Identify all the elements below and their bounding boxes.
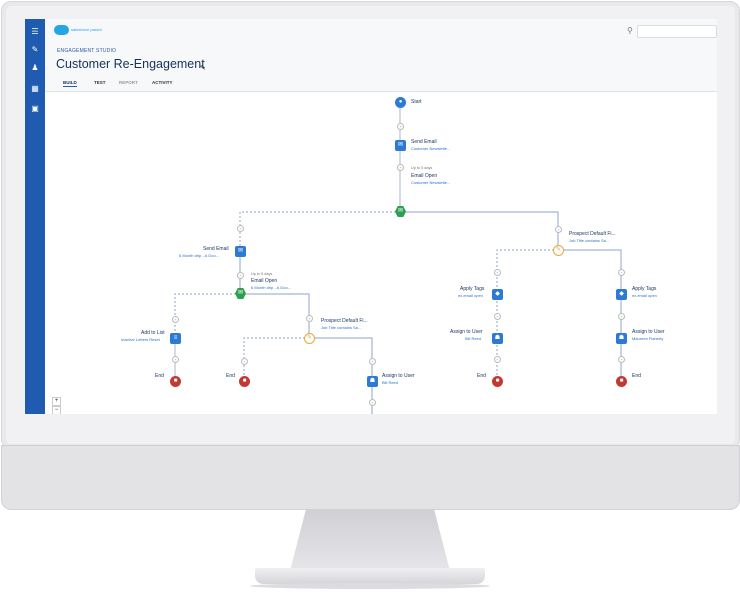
node-label: Email Open xyxy=(411,173,438,179)
wait-label: Up to 5 days xyxy=(411,166,433,170)
add-step-button[interactable]: + xyxy=(172,356,179,363)
tab-report[interactable]: REPORT xyxy=(119,80,138,85)
node-label: Assign to User xyxy=(382,373,415,379)
node-sublabel[interactable]: Maureen Flaherty xyxy=(632,336,664,341)
wait-label: Up to 5 days xyxy=(251,272,273,276)
menu-icon[interactable]: ☰ xyxy=(31,27,39,36)
tab-test[interactable]: TEST xyxy=(94,80,106,85)
add-step-button[interactable]: + xyxy=(241,358,248,365)
users-icon[interactable]: ♟ xyxy=(31,63,39,72)
add-step-button[interactable]: + xyxy=(369,358,376,365)
add-step-button[interactable]: + xyxy=(555,226,562,233)
node-sublabel[interactable]: Job Title contains Sa... xyxy=(321,325,362,330)
chart-icon[interactable]: ▦ xyxy=(31,84,39,93)
node-label: Prospect Default Fi... xyxy=(321,318,368,324)
end-node[interactable]: ■ xyxy=(616,376,627,387)
node-sublabel[interactable]: Bill Reed xyxy=(382,380,399,385)
flow-canvas[interactable]: + − ● Start + ✉ Send Email Customer News… xyxy=(45,92,717,414)
node-sublabel[interactable]: Inactive Letters Reset xyxy=(121,337,160,342)
node-label: Apply Tags xyxy=(632,286,657,292)
end-node[interactable]: ■ xyxy=(492,376,503,387)
add-step-button[interactable]: + xyxy=(397,164,404,171)
app-screen: ☰ ✎ ♟ ▦ ▣ salesforce pardot ⚲ ? ENGAGEME… xyxy=(25,19,717,414)
tab-build[interactable]: BUILD xyxy=(63,80,77,87)
node-sublabel[interactable]: Bill Reed xyxy=(465,336,482,341)
monitor-stand-neck xyxy=(290,509,450,571)
zoom-in-button[interactable]: + xyxy=(52,397,61,406)
add-to-list-node[interactable]: ≡ xyxy=(170,333,181,344)
node-sublabel[interactable]: ex.email open xyxy=(458,293,483,298)
tab-activity[interactable]: ACTIVITY xyxy=(152,80,173,85)
side-navigation: ☰ ✎ ♟ ▦ ▣ xyxy=(25,19,45,414)
node-sublabel[interactable]: 6 Month drip - A Goo... xyxy=(179,253,220,258)
monitor-shadow xyxy=(250,583,490,589)
add-step-button[interactable]: + xyxy=(618,313,625,320)
add-step-button[interactable]: + xyxy=(369,399,376,406)
apply-tags-node[interactable]: ◆ xyxy=(492,289,503,300)
search-input[interactable] xyxy=(637,25,717,38)
search-icon[interactable]: ⚲ xyxy=(627,26,633,35)
briefcase-icon[interactable]: ▣ xyxy=(31,104,39,113)
start-node[interactable]: ● xyxy=(395,97,406,108)
node-sublabel[interactable]: Job Title contains Sa... xyxy=(569,238,610,243)
node-label: Add to List xyxy=(141,330,165,336)
rule-node[interactable]: ✎ xyxy=(304,333,315,344)
add-step-button[interactable]: + xyxy=(237,225,244,232)
flow-connectors xyxy=(174,104,622,414)
assign-user-node[interactable]: ☗ xyxy=(492,333,503,344)
add-step-button[interactable]: + xyxy=(618,356,625,363)
breadcrumb[interactable]: ENGAGEMENT STUDIO xyxy=(57,48,117,54)
send-email-node[interactable]: ✉ xyxy=(235,246,246,257)
rule-node[interactable]: ✎ xyxy=(553,245,564,256)
page-header: ENGAGEMENT STUDIO Customer Re-Engagement… xyxy=(45,43,717,92)
node-label: Prospect Default Fi... xyxy=(569,231,616,237)
monitor-stand-base xyxy=(255,568,485,584)
add-step-button[interactable]: + xyxy=(172,316,179,323)
add-step-button[interactable]: + xyxy=(306,315,313,322)
logo-text: salesforce pardot xyxy=(71,27,102,32)
node-sublabel[interactable]: Customer Newslette... xyxy=(411,180,451,185)
monitor-chin xyxy=(1,445,740,510)
assign-user-node[interactable]: ☗ xyxy=(367,376,378,387)
add-step-button[interactable]: + xyxy=(237,272,244,279)
node-label: Apply Tags xyxy=(460,286,485,292)
apply-tags-node[interactable]: ◆ xyxy=(616,289,627,300)
email-open-trigger-node[interactable]: ✉ xyxy=(395,206,406,217)
add-step-button[interactable]: + xyxy=(494,356,501,363)
assign-user-node[interactable]: ☗ xyxy=(616,333,627,344)
pencil-icon[interactable]: ✎ xyxy=(31,45,39,54)
node-sublabel[interactable]: Customer Newslette... xyxy=(411,146,451,151)
email-open-trigger-node[interactable]: ✉ xyxy=(235,288,246,299)
node-label: Email Open xyxy=(251,278,278,284)
end-label: End xyxy=(155,373,164,379)
page-title: Customer Re-Engagement xyxy=(56,57,205,71)
end-node[interactable]: ■ xyxy=(170,376,181,387)
node-label: Send Email xyxy=(411,139,437,145)
add-step-button[interactable]: + xyxy=(618,269,625,276)
node-sublabel[interactable]: ex.email open xyxy=(632,293,657,298)
end-node[interactable]: ■ xyxy=(239,376,250,387)
edit-title-icon[interactable]: ✎ xyxy=(200,65,206,72)
node-label: Assign to User xyxy=(632,329,665,335)
node-label: Assign to User xyxy=(450,329,483,335)
start-label: Start xyxy=(411,99,422,105)
node-label: Send Email xyxy=(203,246,229,252)
end-label: End xyxy=(632,373,641,379)
end-label: End xyxy=(477,373,486,379)
node-sublabel[interactable]: 6 Month drip - A Goo... xyxy=(251,285,292,290)
zoom-out-button[interactable]: − xyxy=(52,406,61,414)
send-email-node[interactable]: ✉ xyxy=(395,140,406,151)
add-step-button[interactable]: + xyxy=(397,123,404,130)
salesforce-logo[interactable] xyxy=(54,25,69,35)
top-bar: salesforce pardot ⚲ ? xyxy=(45,19,717,44)
add-step-button[interactable]: + xyxy=(494,269,501,276)
add-step-button[interactable]: + xyxy=(494,313,501,320)
end-label: End xyxy=(226,373,235,379)
